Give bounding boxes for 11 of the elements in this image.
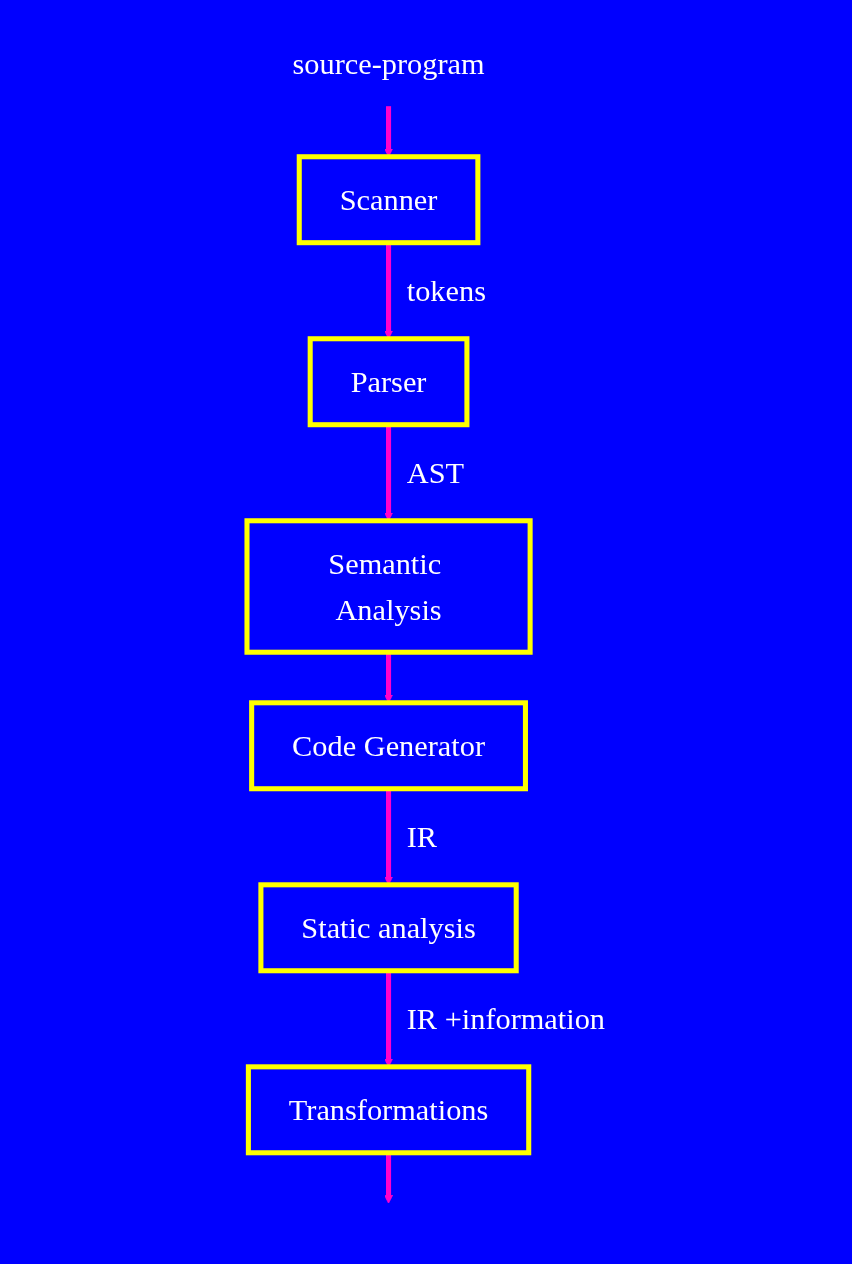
edge-label: IR +information [406, 1002, 606, 1036]
node-box: Static analysis [258, 882, 519, 974]
node-box: Transformations [245, 1064, 532, 1156]
edge-label: AST [406, 456, 465, 490]
node-box: Scanner [296, 154, 481, 246]
node-box: Semantic Analysis [244, 518, 533, 655]
node-text: source-program [292, 46, 485, 80]
node-box: Parser [307, 336, 470, 428]
node-box: Code Generator [249, 700, 528, 792]
edge-label: IR [406, 820, 438, 854]
edge-label: tokens [406, 274, 486, 308]
